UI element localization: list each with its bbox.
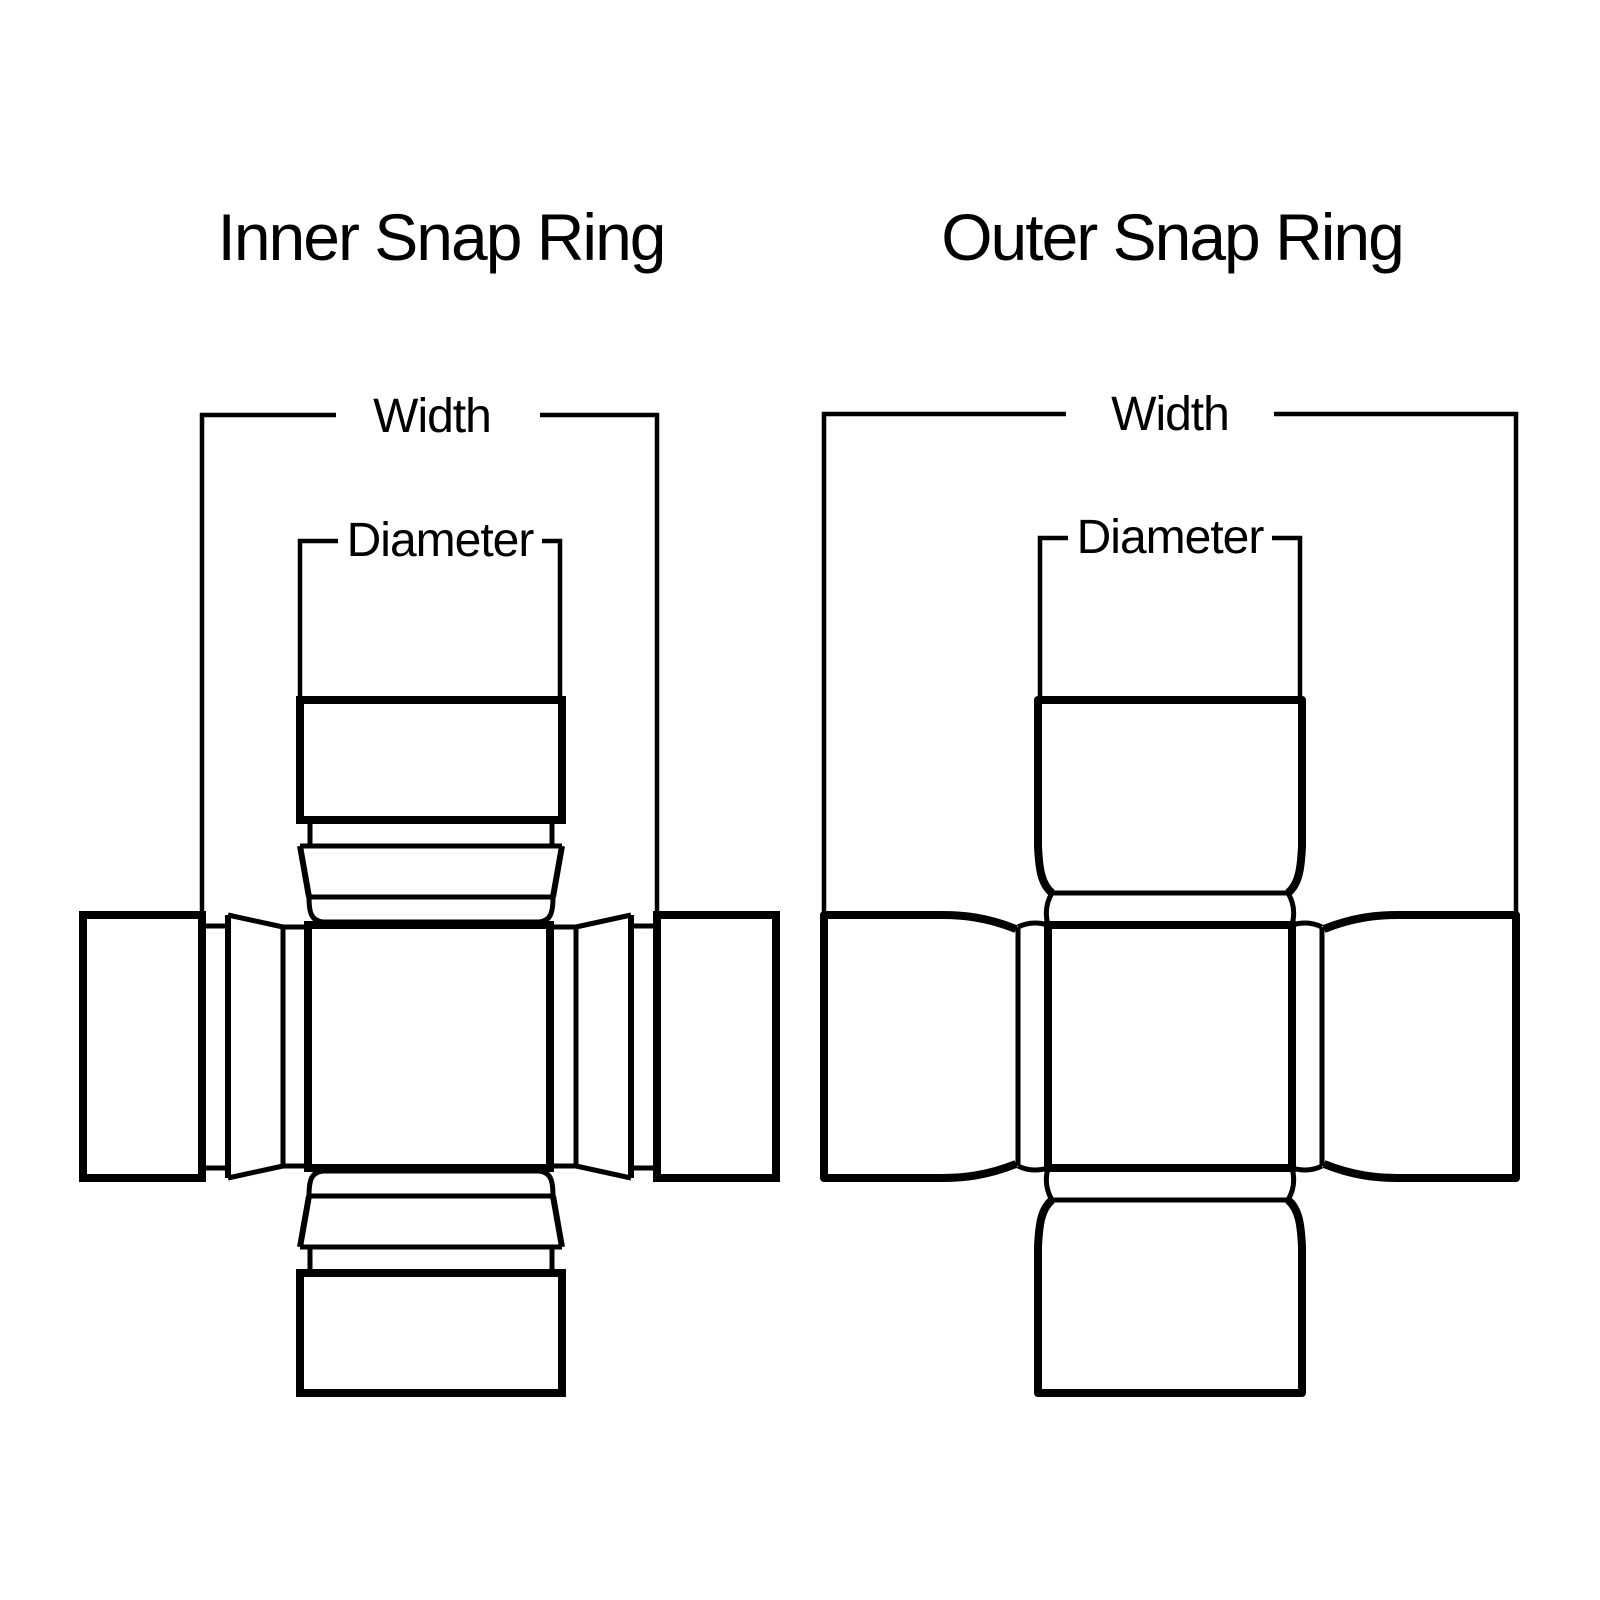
inner-top-cap (296, 696, 566, 824)
inner-left-cap (79, 911, 206, 1182)
outer-top-cap (1034, 696, 1306, 897)
outer-diameter-bracket (1037, 535, 1303, 700)
inner-right-cap (653, 911, 780, 1182)
inner-width-bracket (199, 412, 660, 915)
inner-diameter-bracket-left (297, 538, 338, 697)
inner-bottom-cup-sides (297, 1195, 565, 1248)
outer-width-bracket-right (1274, 411, 1519, 915)
inner-width-label: Width (373, 390, 491, 443)
outer-diameter-label: Diameter (1077, 511, 1265, 564)
outer-width-bracket-left (821, 411, 1066, 915)
figure-labels: Inner Snap Ring Outer Snap Ring Width Di… (218, 200, 1405, 567)
inner-left-ring-inner-edge (280, 924, 306, 1169)
inner-snap-ring-diagram (79, 412, 780, 1397)
outer-right-cap (1322, 911, 1520, 1182)
inner-top-cup-sides (297, 845, 565, 898)
inner-right-ring-inner-edge (553, 924, 579, 1169)
inner-diameter-bracket-right (542, 538, 563, 697)
inner-bottom-cap (296, 1269, 566, 1397)
outer-diagram-title: Outer Snap Ring (941, 200, 1403, 274)
outer-left-cap (820, 911, 1018, 1182)
inner-top-neck (307, 820, 555, 846)
outer-snap-ring-diagram (820, 411, 1520, 1397)
outer-width-label: Width (1111, 388, 1229, 441)
outer-diameter-bracket-right (1272, 535, 1303, 700)
inner-left-ring-slants (227, 912, 284, 1181)
inner-left-neck (202, 923, 228, 1171)
inner-center-block (304, 921, 554, 1172)
inner-diagram-title: Inner Snap Ring (218, 200, 665, 274)
outer-bottom-cap (1034, 1196, 1306, 1397)
outer-diameter-bracket-left (1037, 535, 1068, 700)
inner-bottom-neck (307, 1247, 555, 1273)
inner-left-arm (79, 911, 306, 1182)
inner-right-arm (553, 911, 780, 1182)
outer-width-bracket (821, 411, 1519, 915)
inner-width-bracket-right (540, 412, 660, 915)
inner-diameter-label: Diameter (347, 514, 535, 567)
outer-center-block (1044, 921, 1296, 1172)
inner-diameter-bracket (297, 538, 563, 697)
inner-width-bracket-left (199, 412, 336, 915)
inner-right-ring-slants (575, 912, 632, 1181)
inner-right-neck (631, 923, 657, 1171)
